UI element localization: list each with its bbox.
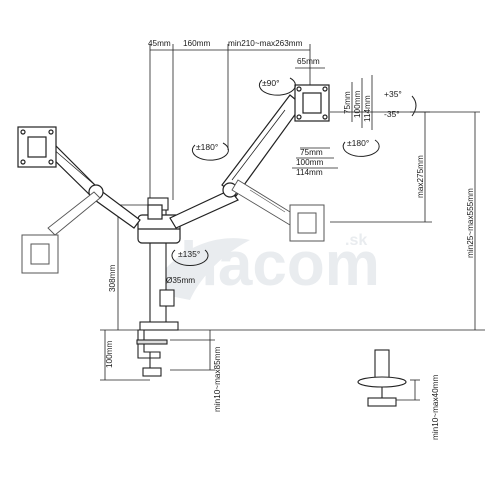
angle-labels: ±90° +35° -35° ±180° ±180° ±135°: [178, 78, 402, 259]
watermark-suffix: .sk: [345, 232, 367, 249]
dimension-labels: 45mm 160mm min210~max263mm 65mm 75mm 100…: [105, 39, 475, 440]
label-max-height: max275mm: [416, 155, 425, 198]
vesa-plate-left-lower: [21, 234, 59, 274]
vesa-plate-right-upper: [294, 84, 330, 122]
label-vesa-h1: 75mm: [300, 148, 323, 157]
label-vesa-h3: 114mm: [296, 168, 323, 177]
arm-hub: [137, 204, 181, 244]
label-vesa-v3: 114mm: [363, 95, 372, 122]
watermark: hacom .sk: [150, 230, 380, 300]
rotate-arrow-arm: [342, 139, 380, 157]
label-vesa-v1: 75mm: [343, 91, 352, 114]
grommet-plate: [357, 376, 407, 388]
right-arm-extended: [231, 179, 296, 226]
pole-collar: [159, 289, 175, 307]
base-plate: [139, 321, 179, 331]
label-vesa-side: 65mm: [297, 57, 320, 66]
label-top-reach: min210~max263mm: [228, 39, 303, 48]
label-swivel: ±180°: [196, 142, 218, 152]
rotate-arrow-base: [171, 249, 209, 267]
rotate-arrow-screen: [258, 77, 296, 96]
label-vesa-h2: 100mm: [296, 158, 323, 167]
grommet-knob: [367, 397, 397, 407]
clamp-knob: [142, 367, 162, 377]
grommet-pole: [374, 349, 390, 381]
c-clamp: [137, 329, 161, 359]
left-arm: [41, 139, 141, 229]
label-top-arm: 160mm: [183, 39, 210, 48]
label-top-pole-width: 45mm: [148, 39, 171, 48]
tilt-arrow: [411, 95, 417, 117]
label-pole-diameter: Ø35mm: [166, 276, 195, 285]
label-grommet-range: min10~max40mm: [431, 375, 440, 440]
label-tilt-up: +35°: [384, 89, 402, 99]
label-clamp-range: min10~max85mm: [213, 347, 222, 412]
left-arm-lowered: [47, 191, 101, 236]
rotate-arrow-swivel: [191, 142, 229, 161]
label-base-rotate: ±135°: [178, 249, 200, 259]
label-vesa-v2: 100mm: [353, 91, 362, 118]
right-arm: [169, 94, 303, 229]
watermark-logo-icon: [150, 238, 250, 300]
label-pole-height: 308mm: [108, 265, 117, 292]
label-base-height: 100mm: [105, 341, 114, 368]
rotation-arrows: [171, 77, 417, 267]
label-total-height: min25~max555mm: [466, 188, 475, 258]
label-screen-rotate: ±90°: [262, 78, 280, 88]
watermark-text: hacom: [180, 230, 380, 299]
label-arm-rotate: ±180°: [347, 138, 369, 148]
vesa-plate-right-lower: [289, 204, 325, 242]
label-tilt-down: -35°: [384, 109, 400, 119]
vesa-plate-left-upper: [17, 126, 57, 168]
grommet-mount: [357, 349, 407, 407]
